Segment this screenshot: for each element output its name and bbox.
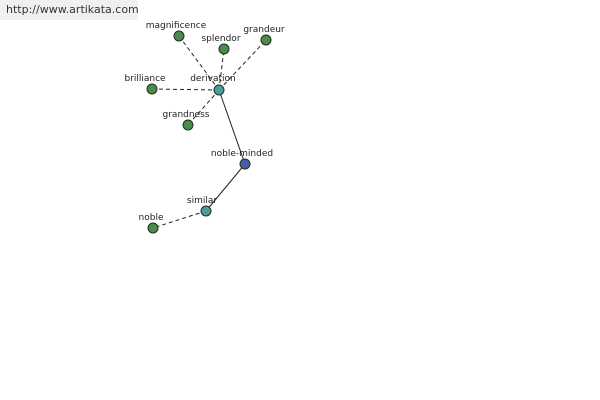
- edge-similar-noble: [152, 210, 207, 229]
- node-label-grandness[interactable]: grandness: [163, 110, 210, 120]
- node-derivation[interactable]: [213, 84, 225, 96]
- node-label-noble-minded[interactable]: noble-minded: [211, 149, 273, 159]
- edge-derivation-brilliance: [151, 88, 220, 91]
- node-label-derivation[interactable]: derivation: [190, 74, 236, 84]
- node-label-magnificence[interactable]: magnificence: [146, 21, 207, 31]
- edges-layer: [151, 35, 267, 229]
- node-label-similar[interactable]: similar: [187, 196, 217, 206]
- edge-derivation-grandeur: [218, 39, 267, 91]
- nodes-layer: [146, 30, 272, 234]
- edge-noble-minded-similar: [205, 163, 246, 212]
- node-similar[interactable]: [200, 205, 212, 217]
- node-grandeur[interactable]: [260, 34, 272, 46]
- edge-derivation-grandness: [187, 89, 220, 126]
- source-url[interactable]: http://www.artikata.com: [0, 0, 139, 20]
- node-magnificence[interactable]: [173, 30, 185, 42]
- edge-derivation-magnificence: [178, 35, 220, 91]
- node-label-grandeur[interactable]: grandeur: [243, 25, 285, 35]
- node-brilliance[interactable]: [146, 83, 158, 95]
- node-label-splendor[interactable]: splendor: [201, 34, 240, 44]
- node-label-brilliance[interactable]: brilliance: [124, 74, 166, 84]
- node-grandness[interactable]: [182, 119, 194, 131]
- node-noble[interactable]: [147, 222, 159, 234]
- node-label-noble[interactable]: noble: [139, 213, 164, 223]
- node-splendor[interactable]: [218, 43, 230, 55]
- node-noble-minded[interactable]: [239, 158, 251, 170]
- edge-derivation-noble-minded: [218, 89, 246, 165]
